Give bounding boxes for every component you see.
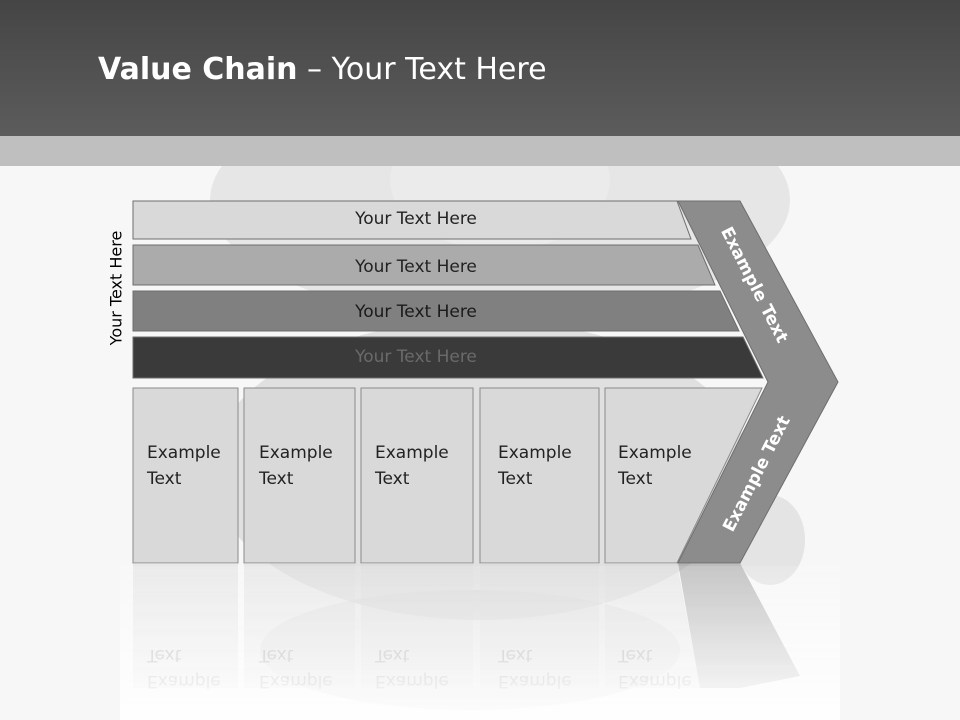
bar-2: Your Text Here — [132, 244, 716, 286]
reflection: Text Example Text Example Text Example T… — [120, 563, 840, 720]
bar-1-label: Your Text Here — [354, 209, 477, 229]
column-4-line2: Text — [497, 469, 533, 489]
column-3-line1: Example — [375, 443, 449, 463]
column-5-line1: Example — [618, 443, 692, 463]
column-4-line1: Example — [498, 443, 572, 463]
column-1-line2: Text — [146, 469, 182, 489]
column-2-line1: Example — [259, 443, 333, 463]
title-bold: Value Chain — [98, 52, 298, 87]
bar-3: Your Text Here — [132, 290, 740, 332]
bar-2-label: Your Text Here — [354, 257, 477, 277]
column-5: Example Text — [604, 387, 763, 564]
title-rest: – Your Text Here — [297, 52, 547, 87]
column-1: Example Text — [132, 387, 239, 564]
header-bar — [0, 0, 960, 136]
column-2: Example Text — [243, 387, 356, 564]
column-1-line1: Example — [147, 443, 221, 463]
bar-4-label: Your Text Here — [354, 347, 477, 367]
column-5-line2: Text — [617, 469, 653, 489]
chevron-arrow: Example Text Example Text — [677, 200, 839, 564]
column-2-line2: Text — [258, 469, 294, 489]
column-3: Example Text — [360, 387, 474, 564]
column-3-line2: Text — [374, 469, 410, 489]
bar-3-label: Your Text Here — [354, 302, 477, 322]
header-band — [0, 136, 960, 166]
bar-1: Your Text Here — [132, 200, 692, 240]
bar-4: Your Text Here — [132, 336, 764, 379]
column-4: Example Text — [479, 387, 600, 564]
slide-title: Value Chain – Your Text Here — [98, 52, 547, 87]
